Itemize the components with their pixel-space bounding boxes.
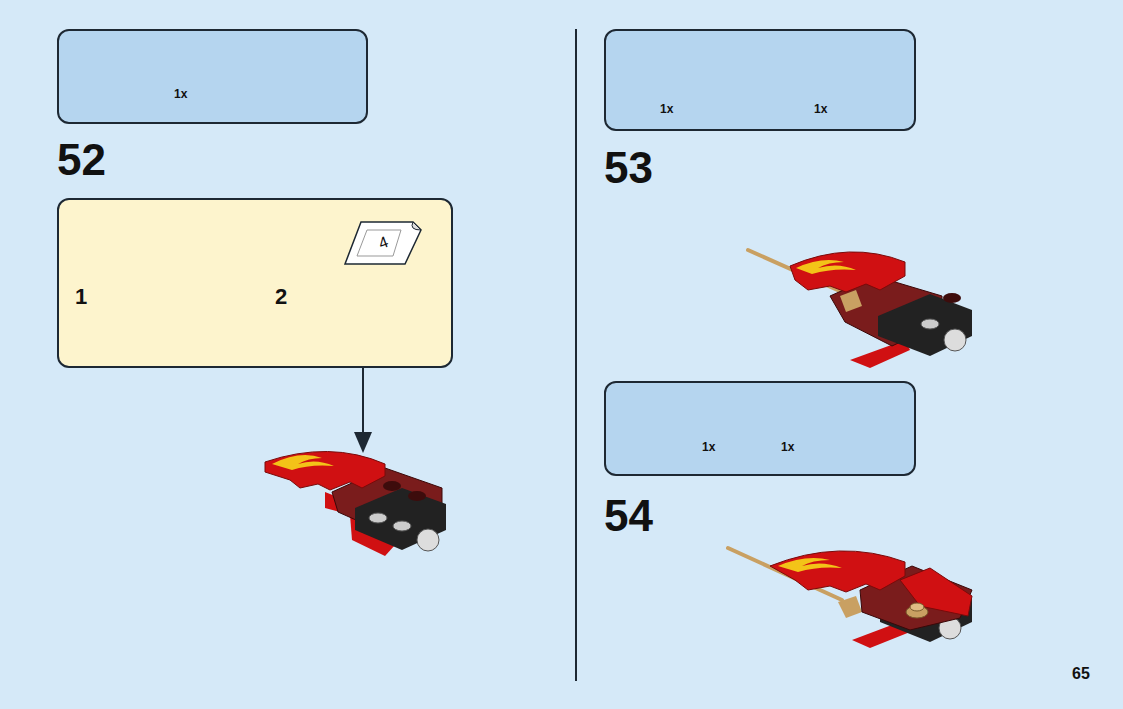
drawing-part — [921, 319, 939, 329]
drawing-part — [943, 293, 961, 303]
step-number: 53 — [604, 146, 653, 190]
parts-box: 1x 1x — [604, 381, 916, 476]
drawing-part — [900, 568, 972, 616]
drawing-part — [944, 329, 966, 351]
sticker-curl — [412, 222, 421, 230]
drawing-part — [354, 432, 372, 453]
sticker-frame — [357, 230, 401, 256]
drawing-part — [878, 294, 972, 356]
placement-arrow — [354, 368, 372, 453]
drawing-part — [362, 368, 364, 438]
part-quantity: 1x — [814, 103, 827, 115]
drawing-part — [840, 290, 862, 312]
parts-box: 1x — [57, 29, 368, 124]
substep-number: 2 — [275, 286, 287, 308]
parts-box: 1x 1x — [604, 29, 916, 131]
model-step-53 — [748, 250, 972, 368]
divider-line — [575, 29, 577, 681]
drawing-part — [369, 513, 387, 523]
drawing-part — [417, 529, 439, 551]
part-quantity: 1x — [660, 103, 673, 115]
drawing-part — [265, 451, 385, 490]
page-number: 65 — [1072, 666, 1090, 682]
part-quantity: 1x — [702, 441, 715, 453]
sticker-sheet: 4 — [343, 220, 423, 266]
drawing-part — [355, 488, 446, 550]
drawing-part — [272, 455, 334, 470]
drawing-part — [770, 551, 905, 592]
step-number: 54 — [604, 494, 653, 538]
drawing-part — [796, 260, 856, 274]
step-number: 52 — [57, 138, 106, 182]
drawing-part — [383, 481, 401, 491]
drawing-part — [408, 491, 426, 501]
model-step-54 — [728, 548, 972, 648]
drawing-part — [790, 252, 905, 292]
part-quantity: 1x — [174, 88, 187, 100]
drawing-part — [778, 558, 842, 572]
substep-callout: 4 1 2 — [57, 198, 453, 368]
part-quantity: 1x — [781, 441, 794, 453]
drawing-part — [393, 521, 411, 531]
sticker-shape — [345, 222, 421, 264]
drawing-part — [910, 603, 924, 611]
model-step-52 — [265, 451, 446, 556]
substep-number: 1 — [75, 286, 87, 308]
drawing-part — [838, 596, 862, 618]
